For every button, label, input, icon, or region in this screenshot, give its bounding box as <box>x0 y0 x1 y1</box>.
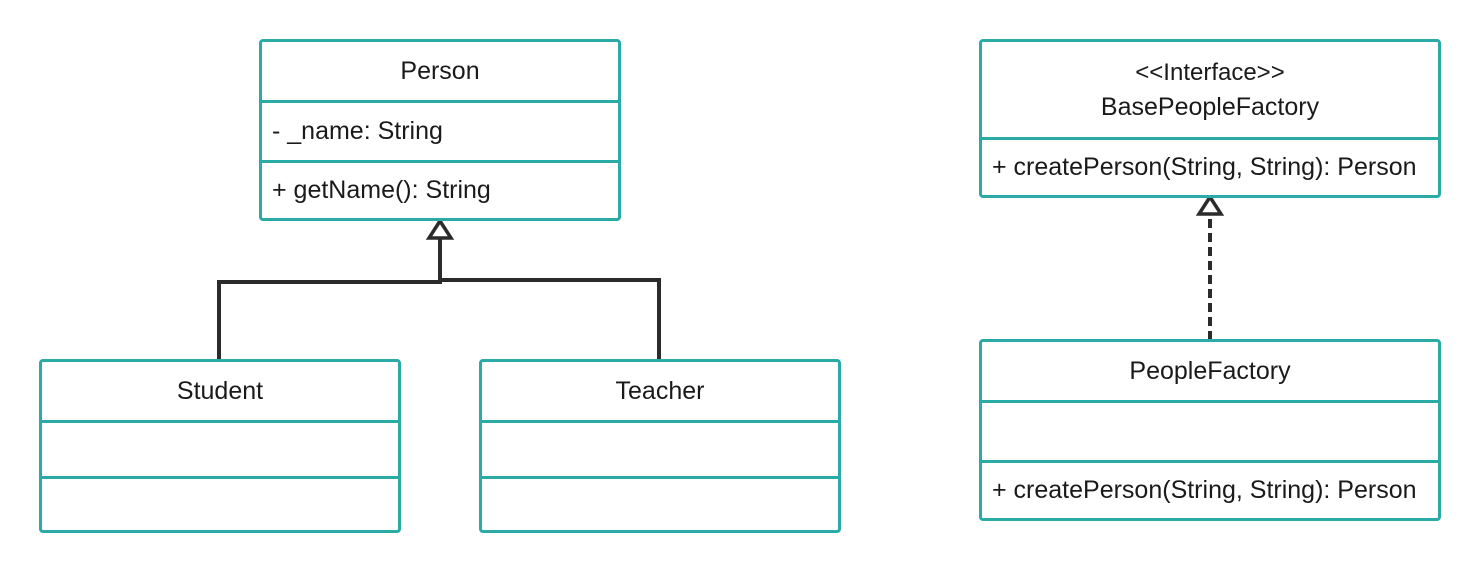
realization-arrowhead-icon <box>1195 193 1225 216</box>
class-name: BasePeopleFactory <box>1100 92 1320 121</box>
class-people-factory[interactable]: PeopleFactory + createPerson(String, Str… <box>979 339 1441 521</box>
class-teacher[interactable]: Teacher <box>479 359 841 533</box>
edge-student-person[interactable] <box>217 238 442 360</box>
methods-section <box>482 476 838 530</box>
class-header: PeopleFactory <box>982 342 1438 400</box>
method: + createPerson(String, String): Person <box>992 476 1417 504</box>
class-person[interactable]: Person - _name: String + getName(): Stri… <box>259 39 621 221</box>
edge-teacher-person[interactable] <box>440 278 661 360</box>
class-header: Person <box>262 42 618 100</box>
class-header: Student <box>42 362 398 420</box>
class-name: Teacher <box>615 377 705 405</box>
methods-section: + createPerson(String, String): Person <box>982 137 1438 195</box>
class-stereotype: <<Interface>> <box>1135 58 1285 86</box>
class-header: <<Interface>> BasePeopleFactory <box>982 42 1438 137</box>
class-header: Teacher <box>482 362 838 420</box>
method: + getName(): String <box>272 176 491 204</box>
class-student[interactable]: Student <box>39 359 401 533</box>
inheritance-arrowhead-icon <box>425 217 455 240</box>
attributes-section <box>482 420 838 476</box>
class-name: PeopleFactory <box>1129 357 1291 385</box>
method: + createPerson(String, String): Person <box>992 153 1417 181</box>
attributes-section: - _name: String <box>262 100 618 160</box>
methods-section <box>42 476 398 530</box>
class-name: Student <box>176 377 264 405</box>
class-name: Person <box>400 57 480 85</box>
methods-section: + getName(): String <box>262 160 618 218</box>
attributes-section <box>42 420 398 476</box>
methods-section: + createPerson(String, String): Person <box>982 460 1438 518</box>
class-base-people-factory[interactable]: <<Interface>> BasePeopleFactory + create… <box>979 39 1441 198</box>
attribute: - _name: String <box>272 117 443 145</box>
attributes-section <box>982 400 1438 460</box>
